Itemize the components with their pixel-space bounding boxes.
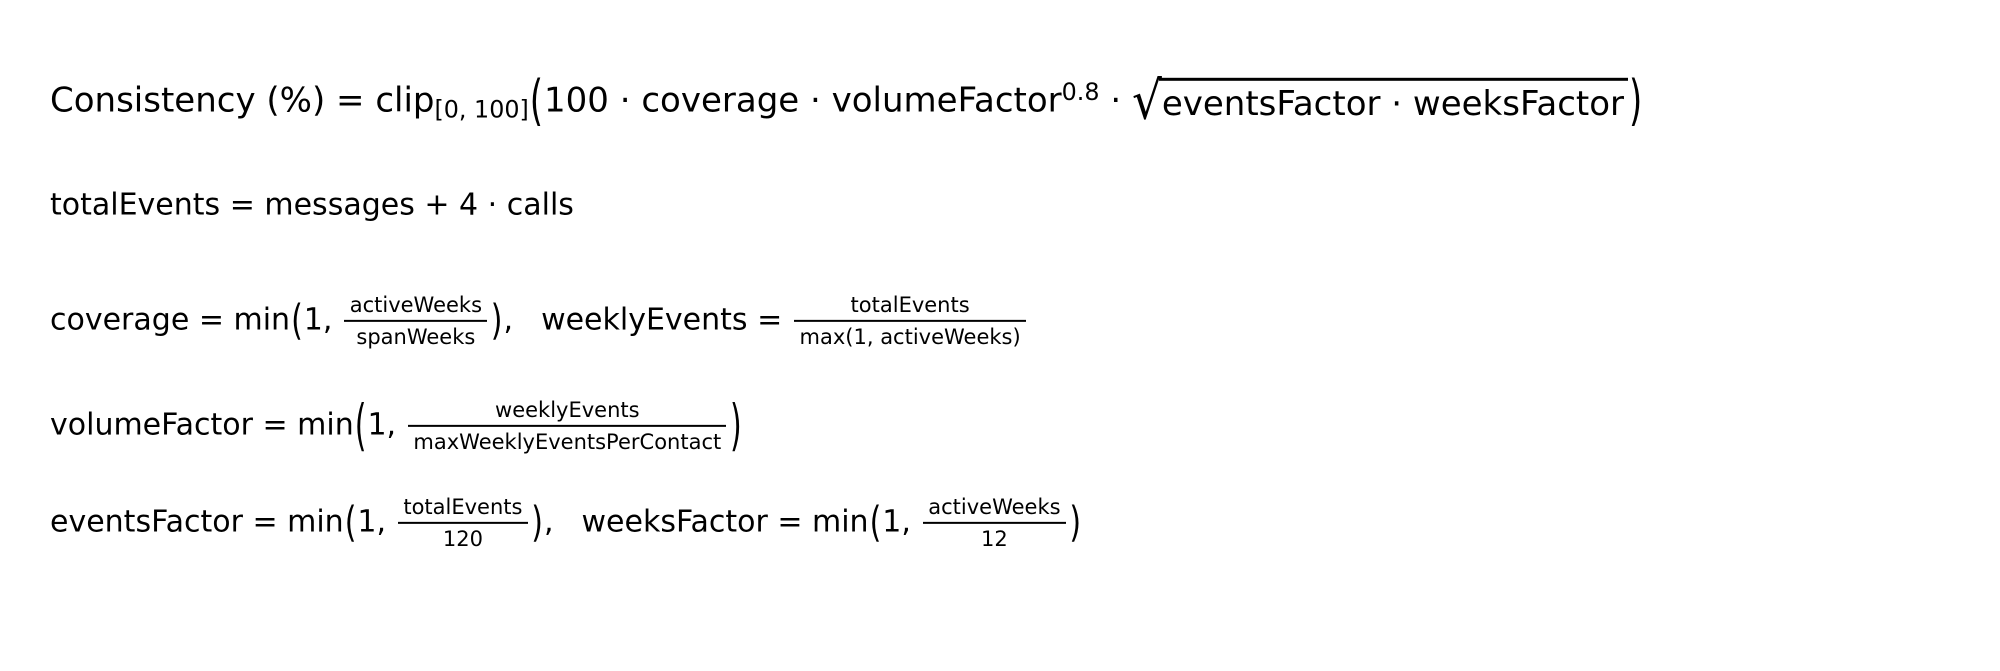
volume-factor-fraction: weeklyEvents maxWeeklyEventsPerContact [406, 397, 729, 455]
separator-comma: , [543, 504, 554, 540]
coverage-lead-text: coverage = min [50, 302, 291, 338]
fraction-numerator: weeklyEvents [495, 397, 640, 422]
open-paren: ( [291, 296, 303, 346]
fraction-numerator: totalEvents [850, 292, 970, 317]
fraction-denominator: max(1, activeWeeks) [799, 324, 1021, 349]
volume-factor-arg-one: 1, [367, 407, 406, 443]
radicand-text: eventsFactor · weeksFactor [1158, 78, 1629, 126]
weeks-factor-lead-text: weeksFactor = min [581, 504, 869, 540]
close-paren: ) [531, 498, 543, 548]
weekly-events-fraction: totalEvents max(1, activeWeeks) [792, 292, 1029, 350]
multiplication-dot: · [1099, 80, 1132, 121]
square-root: √eventsFactor · weeksFactor [1131, 70, 1629, 133]
volume-factor-lead-text: volumeFactor = min [50, 407, 354, 443]
open-paren: ( [344, 498, 357, 548]
coverage-arg-one: 1, [303, 302, 342, 338]
fraction-bar [398, 521, 528, 524]
open-paren: ( [869, 498, 882, 548]
fraction-bar [344, 319, 488, 322]
fraction-numerator: activeWeeks [928, 494, 1061, 519]
formula-volume-factor-line: volumeFactor = min(1, weeklyEvents maxWee… [50, 393, 743, 459]
fraction-bar [794, 319, 1026, 322]
close-paren: ) [730, 393, 742, 459]
fraction-denominator: maxWeeklyEventsPerContact [413, 429, 722, 454]
close-paren: ) [1069, 498, 1082, 548]
open-paren: ( [529, 69, 544, 134]
close-paren: ) [490, 296, 503, 346]
events-factor-fraction: totalEvents 120 [396, 494, 531, 552]
fraction-bar [408, 424, 727, 427]
total-events-expression: totalEvents = messages + 4 · calls [50, 187, 574, 223]
fraction-denominator: spanWeeks [356, 324, 476, 349]
volume-factor-exponent: 0.8 [1061, 77, 1100, 106]
fraction-numerator: totalEvents [403, 494, 523, 519]
consistency-lead-text: Consistency (%) = clip [50, 80, 435, 121]
fraction-numerator: activeWeeks [349, 292, 483, 317]
weeks-factor-arg-one: 1, [882, 504, 921, 540]
fraction-bar [922, 521, 1066, 524]
events-factor-arg-one: 1, [357, 504, 396, 540]
fraction-denominator: 12 [981, 526, 1008, 551]
radical-icon: √ [1131, 70, 1162, 133]
close-paren: ) [1629, 69, 1643, 134]
coverage-fraction: activeWeeks spanWeeks [342, 292, 490, 350]
formula-total-events-line: totalEvents = messages + 4 · calls [50, 188, 574, 223]
clip-range-subscript: [0, 100] [434, 95, 529, 124]
formula-coverage-weekly-events-line: coverage = min(1, activeWeeks spanWeeks),… [50, 292, 1028, 350]
open-paren: ( [354, 393, 367, 459]
separator-comma: , [503, 302, 514, 338]
weeks-factor-fraction: activeWeeks 12 [920, 494, 1068, 552]
consistency-factors-text: 100 · coverage · volumeFactor [544, 80, 1062, 121]
events-factor-lead-text: eventsFactor = min [50, 504, 344, 540]
formula-consistency-line: Consistency (%) = clip[0, 100](100 · cov… [50, 70, 1643, 133]
fraction-denominator: 120 [442, 526, 483, 551]
weekly-events-lead-text: weeklyEvents = [541, 302, 792, 338]
